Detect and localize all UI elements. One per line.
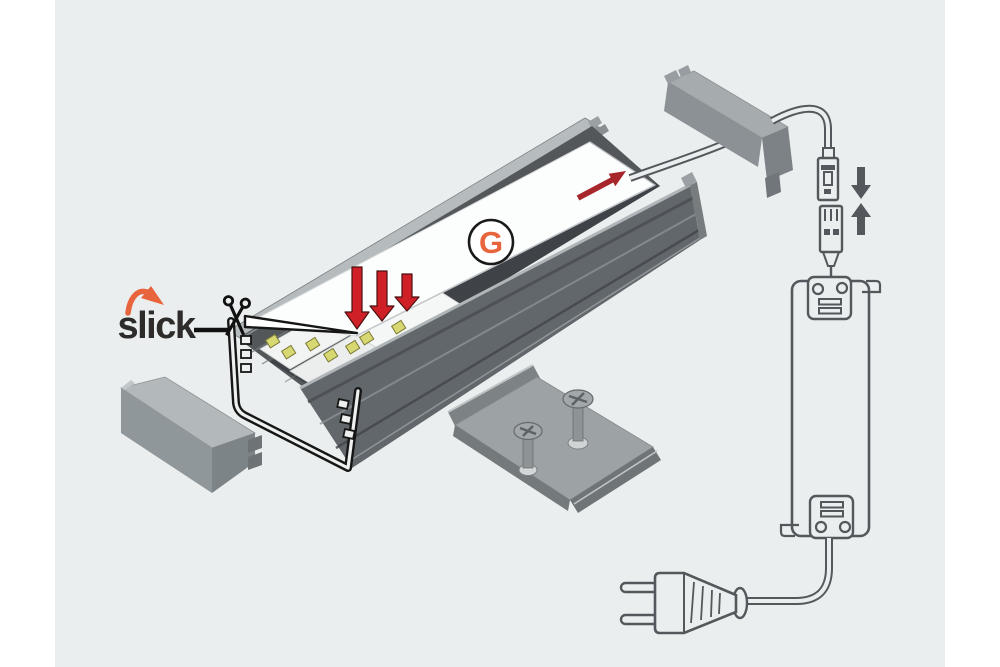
rail-end-nub	[588, 116, 602, 129]
power-supply	[779, 275, 882, 540]
step-badge-circle	[467, 218, 515, 266]
profile-end-face	[690, 182, 707, 240]
step-badge: G	[467, 218, 515, 266]
cable-end-cap	[664, 65, 793, 198]
end-cap-front	[121, 388, 212, 493]
front-rail-nub	[681, 172, 697, 188]
led-chip	[322, 347, 339, 363]
slide-arrow-icon	[576, 171, 626, 201]
power-plug	[619, 538, 833, 635]
led-profile	[227, 116, 707, 472]
press-arrow-icon	[394, 273, 420, 312]
mounting-screw	[513, 421, 543, 469]
profile-front-wall	[299, 172, 707, 468]
press-arrow-icon	[369, 270, 395, 322]
cable-cap-foot	[765, 172, 781, 198]
led-chip	[304, 336, 321, 352]
cable-cap-front	[664, 82, 762, 167]
cable-cap-flange	[762, 127, 793, 181]
power-cable	[770, 104, 832, 150]
plug-pin	[619, 613, 660, 626]
mounting-screw	[562, 389, 594, 442]
profile-grooves	[240, 335, 356, 441]
led-chip	[280, 344, 297, 360]
brand-swoosh	[125, 288, 150, 316]
end-cap-tab	[248, 452, 262, 470]
led-chip	[344, 339, 361, 355]
bracket-flange	[448, 365, 540, 426]
mounting-bracket	[447, 364, 661, 513]
brand-logo: slick	[117, 286, 198, 347]
connector-male	[816, 147, 840, 202]
profile-cross-section	[227, 317, 362, 472]
diffuser-lifted-edge	[243, 314, 359, 335]
led-chip	[264, 333, 281, 349]
brand-wordmark: slick	[117, 305, 196, 347]
plug-pin	[619, 581, 660, 594]
connect-arrow-down-icon	[851, 167, 871, 199]
led-chip	[358, 330, 375, 346]
led-chip	[390, 319, 407, 335]
press-arrow-icon	[344, 266, 370, 330]
connect-arrow-up-icon	[851, 203, 871, 235]
profile-end-cap	[120, 376, 262, 493]
connect-arrow-icons	[851, 167, 871, 235]
connector-female	[818, 204, 844, 280]
step-label: G	[479, 225, 503, 260]
brand-swoosh-arrowhead	[141, 286, 164, 305]
psu-ear	[862, 279, 882, 294]
end-cap-side	[212, 433, 255, 493]
bracket-edge	[453, 425, 570, 511]
end-cap-tab	[248, 435, 262, 453]
scissors-icon	[222, 295, 251, 337]
psu-ear	[779, 523, 799, 538]
press-arrows	[344, 266, 420, 330]
plug-body	[653, 571, 738, 635]
